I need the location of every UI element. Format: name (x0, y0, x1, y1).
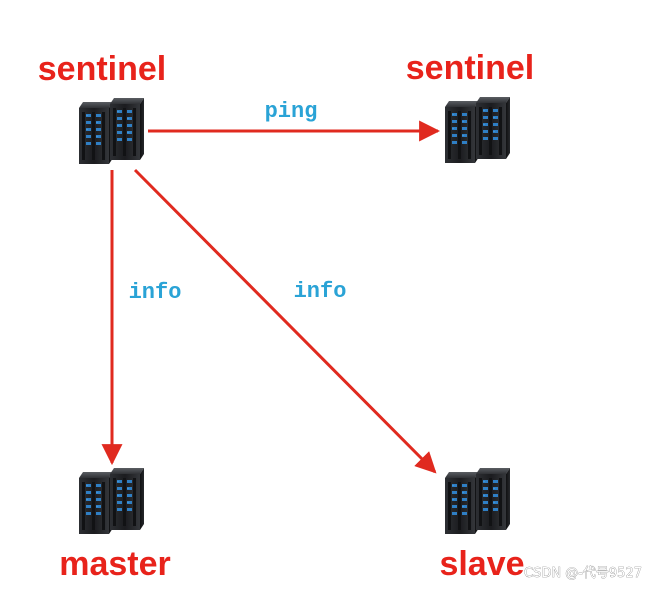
edge-ping-label: ping (265, 99, 318, 124)
edge-info-slave-label: info (294, 279, 347, 304)
edges (101, 120, 441, 474)
server-rack-icon (79, 468, 144, 534)
server-rack-icon (79, 98, 144, 164)
master-label: master (59, 545, 171, 583)
server-rack-icon (445, 468, 510, 534)
edge-info-master-label: info (129, 280, 182, 305)
sentinel-right-label: sentinel (406, 49, 534, 87)
watermark-text: CSDN @-代号9527 (524, 566, 642, 581)
edge-info-slave-line (133, 168, 437, 474)
sentinel-left-label: sentinel (38, 50, 166, 88)
slave-label: slave (439, 545, 524, 583)
server-rack-icon (445, 97, 510, 163)
